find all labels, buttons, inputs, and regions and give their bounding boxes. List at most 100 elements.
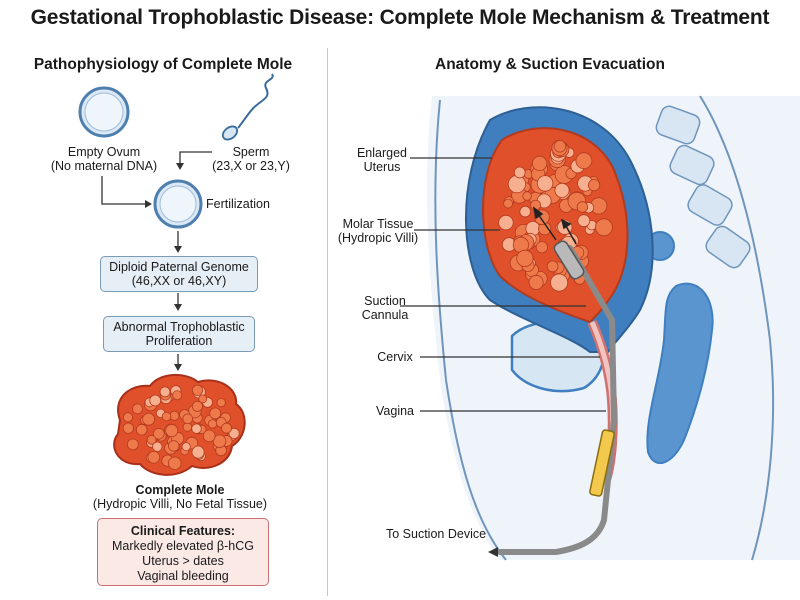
sperm-icon — [221, 73, 274, 141]
label-suction-device: To Suction Device — [386, 527, 487, 541]
label-molar-tissue: Molar Tissue (Hydropic Villi) — [336, 217, 420, 245]
villus-bubble — [181, 442, 191, 452]
clinical-features-box: Clinical Features: Markedly elevated β-h… — [97, 518, 269, 586]
villus-bubble — [519, 205, 531, 218]
villus-bubble — [546, 260, 559, 273]
villus-bubble — [149, 394, 162, 407]
arrow-down-icon — [174, 231, 182, 371]
suction-flow-arrows — [532, 206, 577, 245]
sperm-to-fertilization-arrow — [176, 151, 212, 170]
villus-bubble — [228, 427, 240, 439]
villus-bubble — [503, 198, 514, 209]
ovum-to-fertilization-arrow — [101, 176, 152, 208]
villus-bubble — [507, 175, 527, 194]
main-title: Gestational Trophoblastic Disease: Compl… — [30, 6, 770, 29]
label-uterus-line2: Uterus — [363, 160, 401, 174]
label-cervix: Cervix — [377, 350, 413, 364]
villus-bubble — [207, 419, 218, 429]
clinical-title: Clinical Features: — [130, 524, 236, 538]
villus-bubble — [123, 412, 134, 423]
ovum-label-line2: (No maternal DNA) — [50, 159, 158, 173]
label-molar-line1: Molar Tissue — [342, 217, 414, 231]
label-suction-cannula: Suction Cannula — [360, 294, 410, 322]
villus-bubble — [159, 386, 171, 398]
complete-mole-title: Complete Mole — [135, 483, 225, 497]
villus-bubble — [153, 427, 165, 440]
villus-bubble — [191, 423, 202, 434]
villus-bubble — [191, 400, 203, 412]
prolif-line2: Proliferation — [145, 334, 213, 348]
sperm-label-line2: (23,X or 23,Y) — [212, 159, 290, 173]
label-molar-line2: (Hydropic Villi) — [337, 231, 419, 245]
genome-line2: (46,XX or 46,XY) — [131, 274, 227, 288]
villus-bubble — [550, 273, 569, 292]
sperm-label: Sperm (23,X or 23,Y) — [196, 145, 306, 173]
label-cannula-line1: Suction — [364, 294, 406, 308]
villus-bubble — [132, 403, 143, 415]
left-heading: Pathophysiology of Complete Mole — [33, 56, 293, 73]
clinical-item: Vaginal bleeding — [137, 569, 229, 583]
leader-lines — [400, 157, 606, 412]
villus-bubble — [191, 384, 204, 396]
label-enlarged-uterus: Enlarged Uterus — [346, 146, 418, 174]
ovum-label: Empty Ovum (No maternal DNA) — [36, 145, 172, 173]
villus-bubble — [577, 214, 591, 228]
clinical-item: Markedly elevated β-hCG — [112, 539, 254, 553]
villus-bubble — [536, 175, 554, 192]
ovum-label-line1: Empty Ovum — [67, 145, 141, 159]
villus-bubble — [161, 411, 172, 422]
villus-bubble — [554, 182, 570, 198]
villus-bubble — [576, 201, 589, 213]
villus-bubble — [146, 434, 157, 445]
villus-bubble — [168, 456, 182, 471]
villus-bubble — [212, 434, 227, 448]
villus-bubble — [513, 166, 526, 179]
villus-bubble — [528, 274, 544, 290]
villus-bubble — [595, 218, 613, 237]
ovum-icon — [78, 86, 130, 138]
label-uterus-line1: Enlarged — [356, 146, 408, 160]
complete-mole-subtitle: (Hydropic Villi, No Fetal Tissue) — [92, 497, 268, 511]
villus-bubble — [535, 241, 549, 254]
villus-bubble — [516, 249, 534, 267]
villus-bubble — [152, 441, 163, 452]
genome-line1: Diploid Paternal Genome — [109, 260, 249, 274]
villus-bubble — [142, 412, 156, 426]
prolif-line1: Abnormal Trophoblastic — [113, 320, 245, 334]
villus-bubble — [165, 424, 179, 438]
label-vagina: Vagina — [376, 404, 414, 418]
villus-bubble — [135, 423, 148, 436]
villus-bubble — [147, 450, 161, 464]
villus-bubble — [167, 440, 180, 452]
villus-bubble — [198, 394, 208, 404]
diploid-genome-box: Diploid Paternal Genome (46,XX or 46,XY) — [100, 256, 258, 292]
fertilization-label: Fertilization — [206, 197, 270, 211]
suction-device-arrow — [488, 547, 498, 557]
sperm-label-line1: Sperm — [232, 145, 270, 159]
pathophysiology-flow — [78, 73, 274, 476]
villus-bubble — [522, 191, 532, 201]
villus-bubble — [172, 390, 183, 401]
villus-bubble — [531, 155, 548, 171]
villus-bubble — [122, 422, 134, 434]
villus-bubble — [553, 140, 567, 153]
villus-bubble — [202, 429, 216, 443]
villus-bubble — [221, 422, 232, 434]
mole-mass-icon — [113, 374, 246, 476]
right-heading: Anatomy & Suction Evacuation — [435, 56, 665, 73]
villus-bubble — [191, 445, 205, 459]
villus-bubble — [587, 179, 601, 192]
villus-bubble — [126, 438, 139, 451]
villus-bubble — [498, 214, 514, 231]
spine-vertebrae — [655, 105, 751, 269]
clinical-item: Uterus > dates — [142, 554, 224, 568]
proliferation-box: Abnormal Trophoblastic Proliferation — [103, 316, 255, 352]
section-divider — [327, 48, 328, 596]
villus-bubble — [575, 152, 593, 170]
complete-mole-caption: Complete Mole (Hydropic Villi, No Fetal … — [60, 483, 300, 511]
label-cannula-line2: Cannula — [361, 308, 409, 322]
villus-bubble — [209, 407, 222, 420]
villus-bubble — [182, 413, 194, 425]
suction-cannula-icon — [497, 240, 618, 555]
